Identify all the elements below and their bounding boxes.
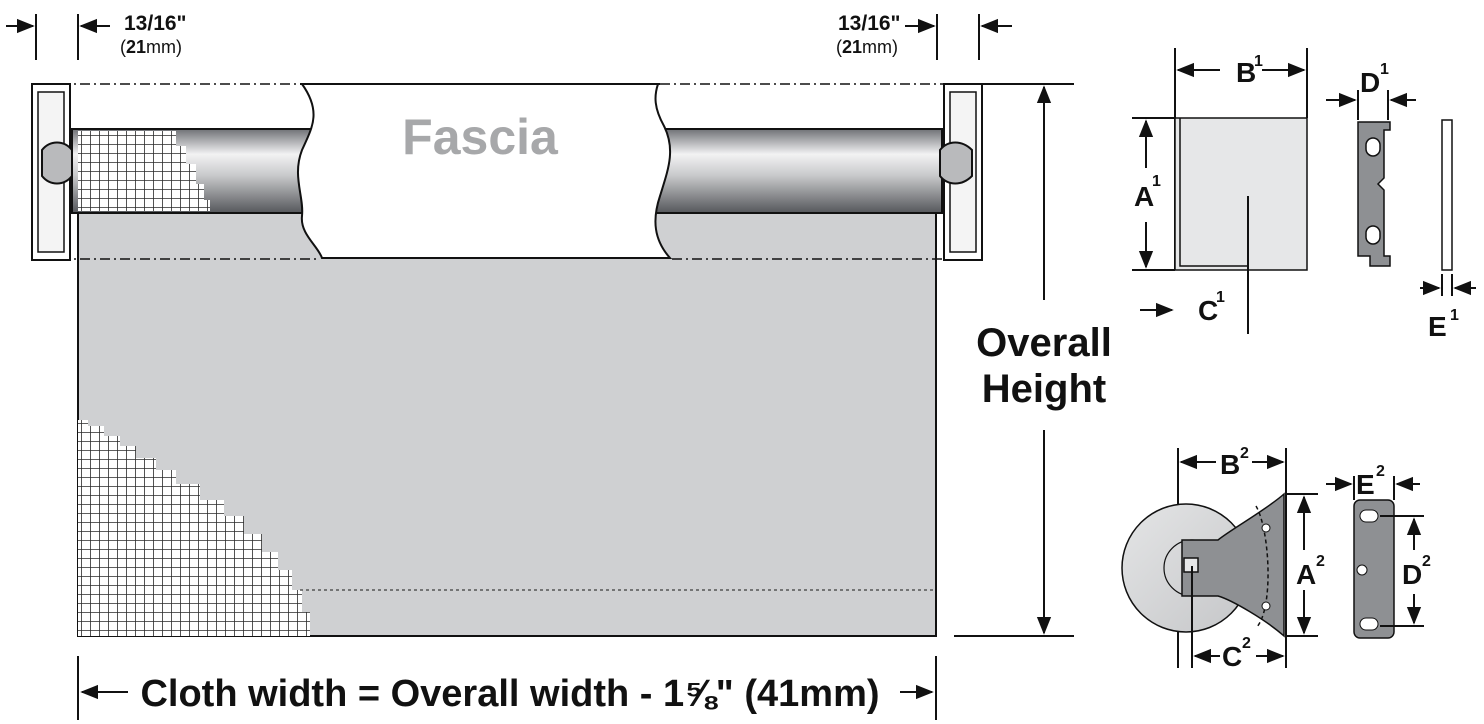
roller-dim-e-sup: 2 [1376,463,1385,480]
fascia-dim-e-sup: 1 [1450,307,1459,324]
roller-side-plate [1353,499,1395,639]
roller-bracket-plate [1181,492,1285,638]
roller-dim-b-sup: 2 [1240,445,1249,462]
fascia-dim-c: C [1198,295,1218,326]
fascia-dim-a: A [1134,181,1154,212]
roller-dim-e: E [1356,469,1375,500]
left-end-bracket [31,83,73,261]
right-margin-metric: (21mm) [836,37,898,57]
right-margin-dimension: 13/16" (21mm) [836,12,1012,60]
roller-dim-b: B [1220,449,1240,480]
fascia-label: Fascia [402,109,559,165]
right-end-bracket [939,83,983,261]
left-margin-dimension: 13/16" (21mm) [6,12,187,60]
fascia-dim-e: E [1428,311,1447,342]
left-margin-fraction: 13/16" [124,12,187,35]
overall-height-dimension: Overall Height [954,83,1112,637]
fascia-dim-d-sup: 1 [1380,61,1389,78]
fascia-dim-b: B [1236,57,1256,88]
left-margin-metric: (21mm) [120,37,182,57]
fascia-dim-d: D [1360,67,1380,98]
fascia-dim-c-sup: 1 [1216,289,1225,306]
roller-dim-d-sup: 2 [1422,553,1431,570]
roller-dim-a-sup: 2 [1316,553,1325,570]
roller-dim-c-sup: 2 [1242,635,1251,652]
fascia-dim-a-sup: 1 [1152,173,1161,190]
roller-dim-a: A [1296,559,1316,590]
cloth-width-formula: Cloth width = Overall width - 1⅝" (41mm) [140,673,879,715]
right-margin-fraction: 13/16" [838,12,901,35]
fabric-mesh-texture [78,420,310,636]
cloth-width-dimension: Cloth width = Overall width - 1⅝" (41mm) [77,656,937,720]
fascia-cutaway [297,83,673,259]
overall-height-line1: Overall [976,321,1112,365]
roller-dim-c: C [1222,641,1242,672]
fascia-bracket-plate [1174,117,1308,271]
fascia-thin-plate [1441,119,1453,271]
shade-assembly: Fascia [31,83,983,637]
tube-mesh-texture [78,131,210,211]
fascia-bracket-detail: B 1 A 1 C 1 D 1 E 1 [1132,48,1476,342]
fascia-dim-b-sup: 1 [1254,53,1263,70]
roller-dim-d: D [1402,559,1422,590]
overall-height-line2: Height [982,367,1106,411]
roller-bracket-detail: B 2 A 2 C 2 E 2 [1121,445,1431,672]
